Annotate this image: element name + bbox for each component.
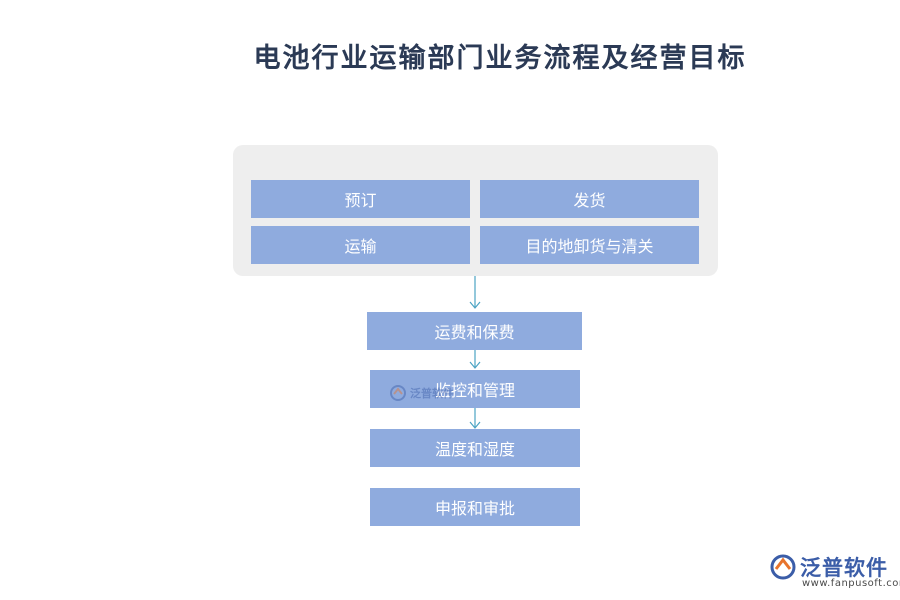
flow-step-declaration-approval: 申报和审批 [370,488,580,526]
brand-name: 泛普软件 [800,556,888,580]
panel-item-booking: 预订 [251,180,470,218]
brand-url: www.fanpusoft.com [802,578,900,589]
panel-item-unloading-customs: 目的地卸货与清关 [480,226,699,264]
arrow-panel-to-step1 [469,276,481,309]
watermark-text: 泛普软件 [410,387,454,400]
arrow-step2-to-step3 [469,408,481,429]
flow-step-monitoring-management: 监控和管理 [370,370,580,408]
brand-logo: 泛普软件 [770,552,888,582]
panel-item-transport: 运输 [251,226,470,264]
fanpu-logo-icon [770,554,796,580]
fanpu-logo-icon [390,385,406,401]
page-title: 电池行业运输部门业务流程及经营目标 [253,43,747,74]
flow-step-freight-insurance: 运费和保费 [367,312,582,350]
panel-item-shipping: 发货 [480,180,699,218]
flow-step-temperature-humidity: 温度和湿度 [370,429,580,467]
arrow-step1-to-step2 [469,350,481,369]
watermark: 泛普软件 [390,385,454,401]
